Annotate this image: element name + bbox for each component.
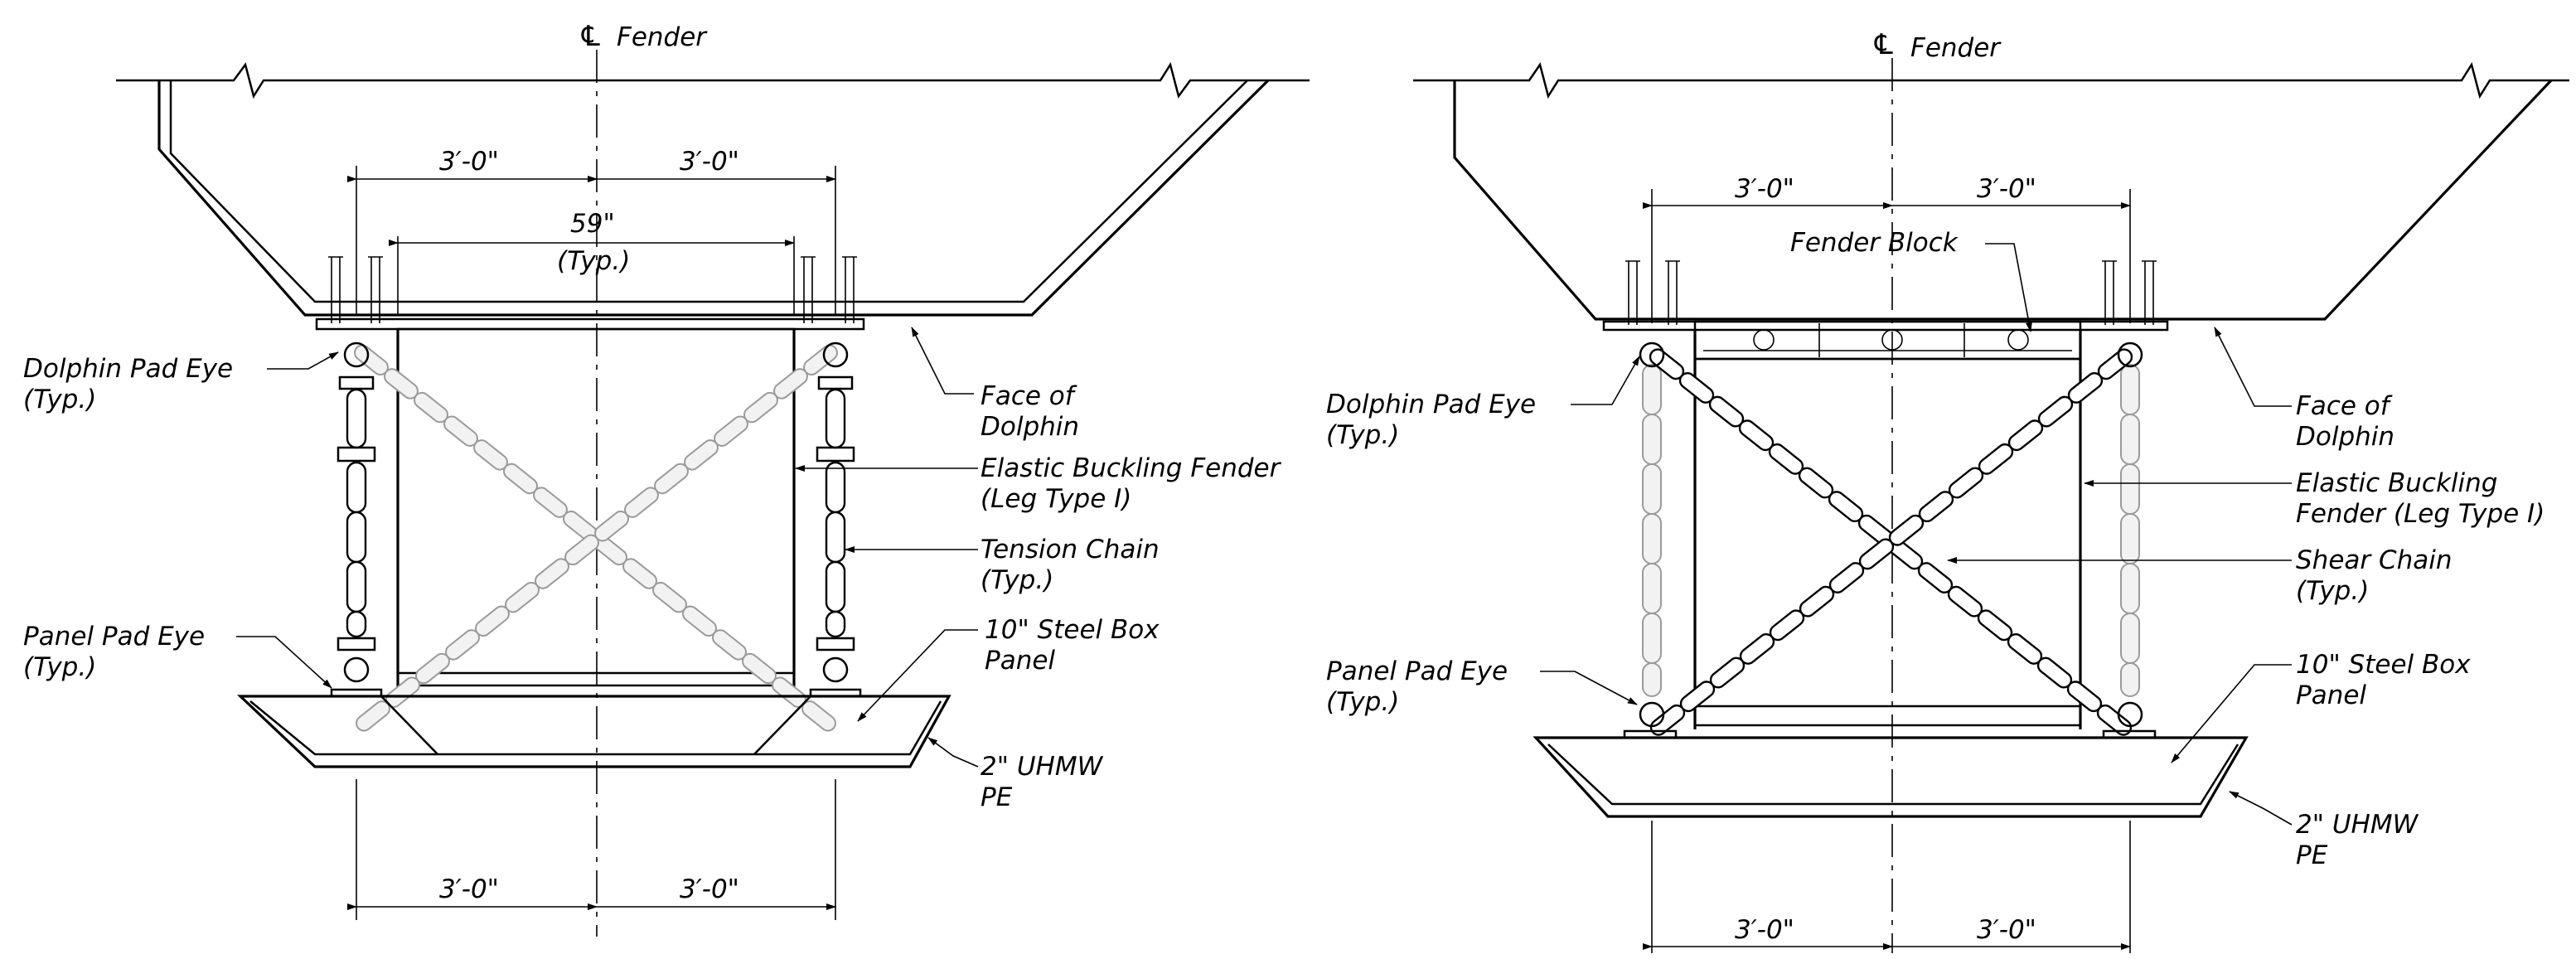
left-centerline-label: Fender <box>617 22 708 52</box>
left-label-uhmw: 2" UHMW PE <box>981 752 1104 812</box>
left-dim-mid: 59" <box>570 209 615 239</box>
right-leaders <box>1540 243 2293 826</box>
left-label-panel-pad-eye: Panel Pad Eye (Typ.) <box>23 622 205 682</box>
right-top-dimensions <box>1643 189 2131 323</box>
left-shear-chains-ghost <box>352 341 841 735</box>
right-pad-eyes <box>1639 341 2143 728</box>
right-centerline-symbol: ℄ Fender <box>1874 28 2002 63</box>
svg-text:PE: PE <box>2296 840 2328 870</box>
left-centerline-symbol: ℄ Fender <box>581 20 708 53</box>
left-dim-top-left: 3′-0" <box>439 147 499 177</box>
right-label-panel-pad-eye: Panel Pad Eye (Typ.) <box>1326 656 1508 717</box>
svg-text:(Typ.): (Typ.) <box>23 385 96 414</box>
left-label-dolphin-pad-eye: Dolphin Pad Eye (Typ.) <box>23 354 233 414</box>
svg-text:Panel: Panel <box>2296 681 2366 710</box>
svg-text:Tension Chain: Tension Chain <box>981 535 1160 564</box>
right-label-steel-box: 10" Steel Box Panel <box>2296 650 2471 710</box>
right-dim-top-right: 3′-0" <box>1977 174 2036 204</box>
left-top-dimensions <box>347 166 836 315</box>
right-steel-box-panel <box>1533 729 2249 818</box>
svg-text:Face of: Face of <box>981 381 1077 411</box>
right-label-dolphin-pad-eye: Dolphin Pad Eye (Typ.) <box>1326 390 1536 450</box>
svg-text:(Typ.): (Typ.) <box>981 565 1053 595</box>
svg-text:10" Steel Box: 10" Steel Box <box>985 615 1160 645</box>
left-dim-top-right: 3′-0" <box>680 147 739 177</box>
svg-text:Panel Pad Eye: Panel Pad Eye <box>23 622 205 651</box>
svg-text:Shear Chain: Shear Chain <box>2296 545 2453 575</box>
left-label-elastic-fender: Elastic Buckling Fender (Leg Type I) <box>981 453 1282 514</box>
left-dim-bottom-right: 3′-0" <box>680 874 739 904</box>
right-label-uhmw: 2" UHMW PE <box>2296 810 2419 870</box>
svg-text:Dolphin: Dolphin <box>981 412 1079 442</box>
left-tension-chain-right <box>816 341 855 683</box>
svg-text:10" Steel Box: 10" Steel Box <box>2296 650 2471 680</box>
right-bottom-dimensions <box>1643 821 2131 953</box>
left-anchor-bolts <box>328 256 857 323</box>
svg-text:(Leg Type I): (Leg Type I) <box>981 484 1131 514</box>
svg-text:PE: PE <box>981 782 1013 812</box>
right-dim-bottom-right: 3′-0" <box>1977 915 2036 945</box>
left-label-tension-chain: Tension Chain (Typ.) <box>981 535 1160 595</box>
right-label-fender-block: Fender Block <box>1790 228 1959 258</box>
right-dolphin-outline <box>1413 61 2569 321</box>
fender-block <box>1693 320 2082 361</box>
left-label-face-of-dolphin: Face of Dolphin <box>981 381 1079 442</box>
svg-text:(Typ.): (Typ.) <box>1326 687 1399 717</box>
svg-text:Fender (Leg Type I): Fender (Leg Type I) <box>2296 499 2545 529</box>
right-dim-top-left: 3′-0" <box>1735 174 1794 204</box>
svg-text:℄: ℄ <box>581 20 600 53</box>
svg-text:(Typ.): (Typ.) <box>23 652 96 682</box>
svg-text:(Typ.): (Typ.) <box>1326 420 1399 450</box>
right-dim-bottom-left: 3′-0" <box>1735 915 1794 945</box>
left-tension-chain-left <box>337 341 376 683</box>
right-anchor-bolts <box>1625 260 2157 325</box>
right-label-shear-chain: Shear Chain (Typ.) <box>2296 545 2453 606</box>
left-steel-box-panel <box>236 688 951 768</box>
svg-text:Dolphin Pad Eye: Dolphin Pad Eye <box>23 354 233 384</box>
svg-text:℄: ℄ <box>1874 28 1893 61</box>
svg-text:2" UHMW: 2" UHMW <box>2296 810 2419 840</box>
right-shear-chains <box>1647 345 2136 739</box>
svg-text:(Typ.): (Typ.) <box>2296 576 2369 606</box>
svg-text:Panel Pad Eye: Panel Pad Eye <box>1326 656 1508 686</box>
right-centerline-label: Fender <box>1910 33 2002 63</box>
left-bottom-dimensions <box>347 779 836 920</box>
svg-text:Elastic Buckling Fender: Elastic Buckling Fender <box>981 453 1282 483</box>
svg-text:Dolphin: Dolphin <box>2296 422 2394 452</box>
left-dim-mid-note: (Typ.) <box>557 246 630 276</box>
right-label-face-of-dolphin: Face of Dolphin <box>2296 391 2394 452</box>
right-tension-chains-ghost <box>1642 364 2140 697</box>
svg-text:Face of: Face of <box>2296 391 2393 421</box>
right-elevation: ℄ Fender 3′-0" 3′-0" <box>1326 28 2569 953</box>
left-label-steel-box: 10" Steel Box Panel <box>985 615 1160 676</box>
right-label-elastic-fender: Elastic Buckling Fender (Leg Type I) <box>2296 468 2545 529</box>
svg-text:Panel: Panel <box>985 646 1055 676</box>
left-dolphin-outline <box>116 61 1310 317</box>
left-dim-bottom-left: 3′-0" <box>439 874 499 904</box>
left-elevation: ℄ Fender 3′-0" 3′-0" 59" (Typ.) <box>23 20 1310 937</box>
left-leaders <box>236 327 979 768</box>
svg-text:2" UHMW: 2" UHMW <box>981 752 1104 782</box>
svg-text:Elastic Buckling: Elastic Buckling <box>2296 468 2497 498</box>
svg-text:Dolphin Pad Eye: Dolphin Pad Eye <box>1326 390 1536 419</box>
